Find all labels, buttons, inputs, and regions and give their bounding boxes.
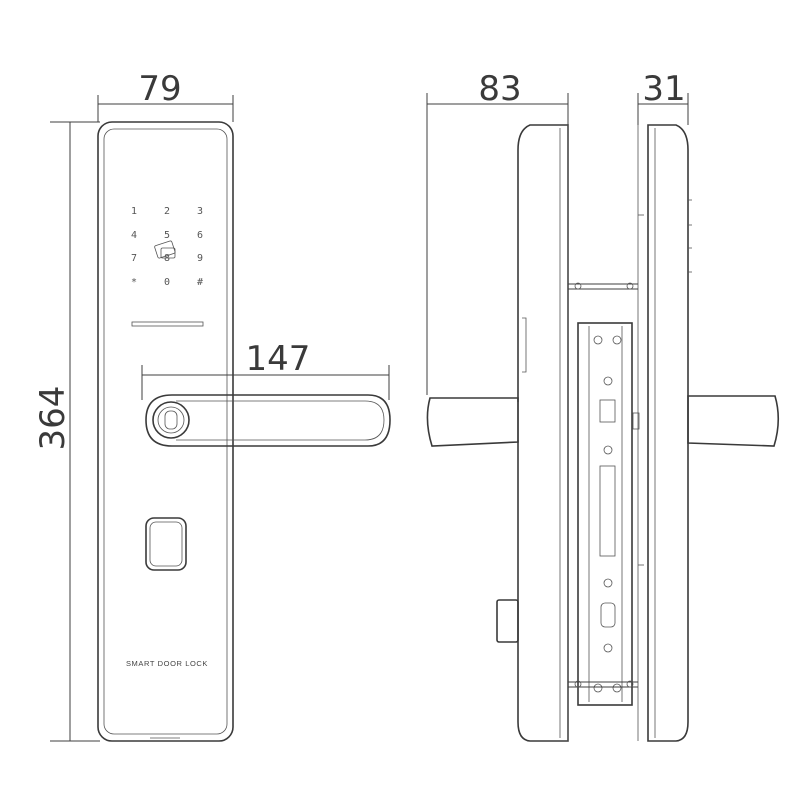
key-5: 5 bbox=[164, 230, 170, 241]
brand-label: SMART DOOR LOCK bbox=[126, 659, 208, 668]
key-cover bbox=[145, 517, 187, 571]
key-2: 2 bbox=[164, 206, 170, 217]
dimension-total-height-label: 364 bbox=[33, 386, 73, 451]
outer-handle-profile bbox=[426, 397, 519, 447]
front-plate-inner bbox=[103, 128, 228, 735]
side-view: 83 31 bbox=[426, 69, 780, 742]
dimension-total-height: 364 bbox=[33, 121, 100, 742]
dimension-front-width-label: 79 bbox=[138, 69, 181, 109]
front-handle bbox=[145, 394, 391, 447]
dimension-front-width: 79 bbox=[97, 69, 234, 122]
fingerprint-sensor-icon bbox=[152, 401, 190, 439]
dimension-handle-length: 147 bbox=[141, 339, 390, 400]
outer-body-profile bbox=[517, 124, 569, 742]
keypad-bar bbox=[131, 321, 204, 327]
inner-handle-profile bbox=[687, 395, 780, 447]
front-view: 79 364 1 2 3 4 5 6 7 8 9 * 0 # bbox=[33, 69, 391, 742]
key-9: 9 bbox=[197, 253, 203, 264]
key-8: 8 bbox=[164, 253, 170, 264]
key-nub bbox=[496, 599, 519, 643]
key-6: 6 bbox=[197, 230, 203, 241]
dimension-back-depth-label: 31 bbox=[642, 69, 685, 109]
key-7: 7 bbox=[131, 253, 137, 264]
through-bolts bbox=[568, 282, 638, 688]
front-plate-outer bbox=[97, 121, 234, 742]
key-0: 0 bbox=[164, 277, 170, 288]
dimension-side-depth: 83 bbox=[426, 69, 569, 395]
key-1: 1 bbox=[131, 206, 137, 217]
key-hash: # bbox=[197, 277, 203, 288]
key-4: 4 bbox=[131, 230, 137, 241]
mortise-body bbox=[577, 322, 640, 706]
dimension-side-depth-label: 83 bbox=[478, 69, 521, 109]
dimension-back-depth: 31 bbox=[637, 69, 689, 125]
card-reader-icon bbox=[154, 240, 176, 259]
keypad: 1 2 3 4 5 6 7 8 9 * 0 # bbox=[131, 206, 203, 288]
inner-body-profile bbox=[647, 124, 689, 742]
key-3: 3 bbox=[197, 206, 203, 217]
key-star: * bbox=[131, 277, 137, 288]
dimension-handle-length-label: 147 bbox=[246, 339, 311, 379]
